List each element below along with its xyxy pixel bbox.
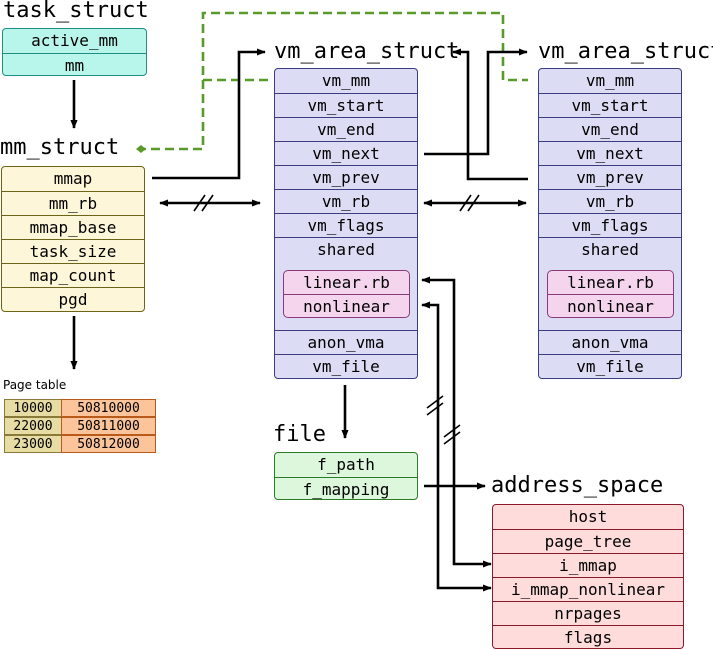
field-nonlinear: nonlinear bbox=[548, 294, 673, 317]
mm-struct-title: mm_struct bbox=[0, 135, 120, 160]
field-nonlinear: nonlinear bbox=[284, 294, 409, 317]
field-vm-prev: vm_prev bbox=[275, 165, 417, 189]
break-mark-i-mmap-nonlinear bbox=[443, 424, 461, 445]
mm-struct-box: mmap mm_rb mmap_base task_size map_count… bbox=[1, 166, 145, 312]
field-i-mmap: i_mmap bbox=[493, 553, 683, 577]
page-table-address: 22000 bbox=[4, 417, 62, 435]
break-mark-mm-rb bbox=[193, 194, 214, 212]
field-page-tree: page_tree bbox=[493, 529, 683, 553]
i-mmap-nonlinear-link-arrow bbox=[421, 301, 492, 592]
vm-next-pointer-arrow bbox=[424, 48, 528, 156]
file-box: f_path f_mapping bbox=[274, 452, 418, 500]
field-vm-end: vm_end bbox=[275, 117, 417, 141]
vm-mm-dashed-links bbox=[140, 11, 528, 151]
vm-area-struct-left-title: vm_area_struct bbox=[274, 39, 460, 64]
page-table-label: Page table bbox=[3, 378, 67, 392]
field-vm-file: vm_file bbox=[539, 354, 681, 378]
mm-struct-link-head bbox=[136, 145, 146, 153]
field-mm: mm bbox=[3, 53, 146, 75]
break-mark-i-mmap bbox=[426, 395, 444, 416]
field-host: host bbox=[568, 507, 608, 526]
field-vm-mm: vm_mm bbox=[585, 71, 635, 90]
file-title: file bbox=[273, 422, 326, 447]
field-nrpages: nrpages bbox=[493, 601, 683, 625]
field-vm-start: vm_start bbox=[275, 93, 417, 117]
field-vm-mm: vm_mm bbox=[321, 71, 371, 90]
field-mmap: mmap bbox=[53, 169, 93, 188]
page-table-address: 10000 bbox=[4, 399, 62, 417]
vm-area-struct-right-title: vm_area_struct bbox=[538, 39, 713, 64]
field-active-mm: active_mm bbox=[31, 31, 118, 50]
field-pgd: pgd bbox=[2, 287, 144, 311]
shared-union-box: linear.rb nonlinear bbox=[547, 270, 674, 318]
field-vm-next: vm_next bbox=[275, 141, 417, 165]
i-mmap-link-arrow bbox=[421, 276, 492, 568]
field-vm-file: vm_file bbox=[275, 354, 417, 378]
mmap-pointer-arrow bbox=[152, 48, 266, 180]
field-f-mapping: f_mapping bbox=[275, 477, 417, 499]
vm-mm-link-left bbox=[201, 11, 528, 82]
task-struct-box: active_mm mm bbox=[2, 28, 147, 76]
field-shared: shared bbox=[275, 237, 417, 261]
field-anon-vma: anon_vma bbox=[275, 330, 417, 354]
task-struct-title: task_struct bbox=[3, 0, 149, 23]
field-map-count: map_count bbox=[2, 263, 144, 287]
page-table-value: 50811000 bbox=[61, 417, 156, 435]
field-shared: shared bbox=[539, 237, 681, 261]
break-marks bbox=[193, 194, 480, 445]
field-vm-end: vm_end bbox=[539, 117, 681, 141]
field-vm-next: vm_next bbox=[539, 141, 681, 165]
page-table-value: 50812000 bbox=[61, 435, 156, 453]
field-task-size: task_size bbox=[2, 239, 144, 263]
field-linear-rb: linear.rb bbox=[303, 273, 390, 292]
field-mm-rb: mm_rb bbox=[2, 191, 144, 215]
address-space-box: host page_tree i_mmap i_mmap_nonlinear n… bbox=[492, 504, 684, 649]
vm-prev-pointer-arrow bbox=[452, 48, 528, 181]
field-mmap-base: mmap_base bbox=[2, 215, 144, 239]
field-anon-vma: anon_vma bbox=[539, 330, 681, 354]
field-vm-rb: vm_rb bbox=[275, 189, 417, 213]
field-vm-prev: vm_prev bbox=[539, 165, 681, 189]
address-space-title: address_space bbox=[491, 473, 664, 498]
page-table-address: 23000 bbox=[4, 435, 62, 453]
field-vm-start: vm_start bbox=[539, 93, 681, 117]
field-f-path: f_path bbox=[317, 455, 375, 474]
field-linear-rb: linear.rb bbox=[567, 273, 654, 292]
field-vm-flags: vm_flags bbox=[275, 213, 417, 237]
field-flags: flags bbox=[493, 625, 683, 648]
vm-area-struct-right-box: vm_mm vm_start vm_end vm_next vm_prev vm… bbox=[538, 68, 682, 379]
mm-struct-backlink bbox=[140, 80, 205, 151]
page-table-value: 50810000 bbox=[61, 399, 156, 417]
field-i-mmap-nonlinear: i_mmap_nonlinear bbox=[493, 577, 683, 601]
shared-union-box: linear.rb nonlinear bbox=[283, 270, 410, 318]
vm-area-struct-left-box: vm_mm vm_start vm_end vm_next vm_prev vm… bbox=[274, 68, 418, 379]
break-mark-vm-rb bbox=[459, 194, 480, 212]
field-vm-flags: vm_flags bbox=[539, 213, 681, 237]
field-vm-rb: vm_rb bbox=[539, 189, 681, 213]
